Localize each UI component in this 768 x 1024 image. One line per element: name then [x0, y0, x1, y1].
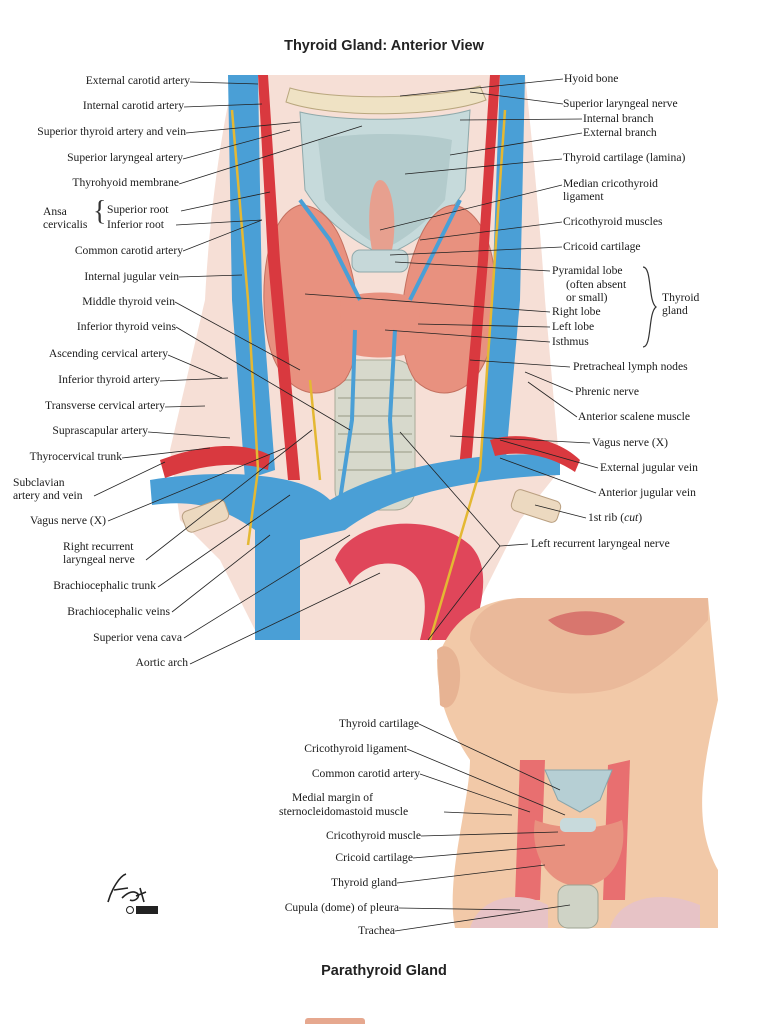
- label-gland: gland: [662, 304, 688, 317]
- label-common-carotid-artery: Common carotid artery: [74, 244, 183, 257]
- label-anterior-jugular-vein: Anterior jugular vein: [598, 486, 696, 499]
- inset-pleura-left: [610, 896, 700, 928]
- label-often-absent: (often absent: [566, 278, 627, 291]
- thyroid-gland-brace: [642, 266, 657, 348]
- label-phrenic-nerve: Phrenic nerve: [575, 385, 640, 398]
- label-vagus-nerve-left: Vagus nerve (X): [592, 436, 668, 449]
- left-internal-jugular-vein: [480, 75, 525, 478]
- label-internal-carotid-artery: Internal carotid artery: [82, 99, 184, 112]
- label-inferior-thyroid-artery: Inferior thyroid artery: [58, 373, 160, 386]
- label-vagus-nerve-right: Vagus nerve (X): [30, 514, 106, 527]
- label-hyoid-bone: Hyoid bone: [564, 72, 619, 85]
- label-left-lobe: Left lobe: [552, 320, 595, 333]
- label-inset-medial-margin: Medial margin of: [292, 791, 373, 804]
- left-carotid-artery: [458, 75, 500, 480]
- inset-cricoid: [560, 818, 596, 832]
- label-subclavian: Subclavian: [13, 476, 65, 489]
- label-cervicalis: cervicalis: [43, 218, 88, 231]
- label-external-carotid-artery: External carotid artery: [85, 74, 190, 87]
- label-inset-cupula: Cupula (dome) of pleura: [284, 901, 399, 914]
- left-first-rib: [510, 489, 562, 523]
- label-laryngeal-nerve: laryngeal nerve: [63, 553, 135, 566]
- label-brachiocephalic-trunk: Brachiocephalic trunk: [53, 579, 156, 592]
- label-superior-root: Superior root: [107, 203, 169, 216]
- right-carotid-artery: [258, 75, 300, 480]
- brachiocephalic-veins: [150, 454, 560, 640]
- label-brachiocephalic-veins: Brachiocephalic veins: [67, 605, 170, 618]
- leader-lines-left: [93, 81, 381, 665]
- label-ascending-cervical-artery: Ascending cervical artery: [48, 347, 168, 360]
- label-thyrocervical-trunk: Thyrocervical trunk: [29, 450, 122, 463]
- label-right-lobe: Right lobe: [552, 305, 601, 318]
- label-superior-laryngeal-artery: Superior laryngeal artery: [67, 151, 183, 164]
- label-internal-branch: Internal branch: [583, 112, 654, 125]
- label-inset-cricothyroid-muscle: Cricothyroid muscle: [326, 829, 421, 842]
- inset-sternocleidomastoid: [515, 760, 545, 900]
- label-pretracheal-lymph-nodes: Pretracheal lymph nodes: [573, 360, 688, 373]
- inset-thyroid-gland: [534, 820, 624, 885]
- inset-pleura: [470, 896, 548, 928]
- label-ligament: ligament: [563, 190, 604, 203]
- label-thyroid-cartilage-lamina: Thyroid cartilage (lamina): [563, 151, 686, 164]
- leader-lines-inset: [394, 723, 571, 932]
- label-inset-cricoid-cartilage: Cricoid cartilage: [335, 851, 413, 864]
- label-pyramidal-lobe: Pyramidal lobe: [552, 264, 623, 277]
- label-aortic-arch: Aortic arch: [135, 656, 188, 669]
- aortic-arch: [335, 523, 484, 640]
- label-superior-vena-cava: Superior vena cava: [93, 631, 182, 644]
- label-first-rib: 1st rib (cut): [588, 511, 643, 524]
- inset-lips: [548, 611, 625, 636]
- parathyroid-illustration-cropped: [305, 1018, 365, 1024]
- inset-face-shadow: [470, 598, 708, 694]
- pyramidal-lobe: [369, 180, 395, 250]
- label-median-cricothyroid: Median cricothyroid: [563, 177, 658, 190]
- label-cricoid-cartilage: Cricoid cartilage: [563, 240, 641, 253]
- label-thyrohyoid-membrane: Thyrohyoid membrane: [72, 176, 179, 189]
- label-superior-thyroid-artery-vein: Superior thyroid artery and vein: [37, 125, 186, 138]
- label-cricothyroid-muscles: Cricothyroid muscles: [563, 215, 663, 228]
- cricoid-cartilage: [351, 249, 409, 273]
- inset-ear: [437, 646, 461, 708]
- label-right-recurrent: Right recurrent: [63, 540, 134, 553]
- label-internal-jugular-vein: Internal jugular vein: [84, 270, 179, 283]
- label-isthmus: Isthmus: [552, 335, 589, 348]
- label-left-recurrent-laryngeal-nerve: Left recurrent laryngeal nerve: [531, 537, 670, 550]
- inset-thyroid-cartilage: [544, 769, 613, 813]
- label-inset-sternocleidomastoid: sternocleidomastoid muscle: [279, 805, 409, 818]
- label-ansa: Ansa: [43, 205, 67, 218]
- label-thyroid: Thyroid: [662, 291, 700, 304]
- leader-lines-right: [304, 78, 599, 641]
- label-middle-thyroid-vein: Middle thyroid vein: [82, 295, 175, 308]
- nerves: [230, 109, 507, 641]
- label-inferior-thyroid-veins: Inferior thyroid veins: [76, 320, 176, 333]
- label-or-small: or small): [566, 291, 608, 304]
- label-anterior-scalene-muscle: Anterior scalene muscle: [578, 410, 691, 423]
- label-external-jugular-vein: External jugular vein: [600, 461, 698, 474]
- label-superior-laryngeal-nerve: Superior laryngeal nerve: [563, 97, 678, 110]
- ansa-brace: {: [93, 196, 107, 227]
- main-title: Thyroid Gland: Anterior View: [284, 38, 484, 54]
- inset-neck: [437, 598, 718, 928]
- label-inset-thyroid-cartilage: Thyroid cartilage: [338, 717, 419, 730]
- label-artery-and-vein: artery and vein: [13, 489, 83, 502]
- label-transverse-cervical-artery: Transverse cervical artery: [45, 399, 165, 412]
- label-suprascapular-artery: Suprascapular artery: [52, 424, 148, 437]
- inset-trachea: [557, 884, 599, 929]
- parathyroid-title: Parathyroid Gland: [321, 963, 447, 979]
- thyroid-isthmus: [340, 292, 420, 358]
- label-inset-cricothyroid-ligament: Cricothyroid ligament: [304, 742, 407, 755]
- label-external-branch: External branch: [583, 126, 657, 139]
- label-inset-trachea: Trachea: [358, 924, 395, 937]
- right-first-rib: [181, 498, 230, 533]
- label-inset-common-carotid-artery: Common carotid artery: [311, 767, 420, 780]
- left-subclavian-artery: [490, 436, 580, 472]
- hyoid-bone: [285, 85, 487, 115]
- label-inferior-root: Inferior root: [107, 218, 164, 231]
- right-subclavian-artery: [160, 445, 270, 478]
- netter-signature-logo: [107, 873, 158, 914]
- label-inset-thyroid-gland: Thyroid gland: [330, 876, 397, 889]
- thyroid-veins: [298, 198, 462, 501]
